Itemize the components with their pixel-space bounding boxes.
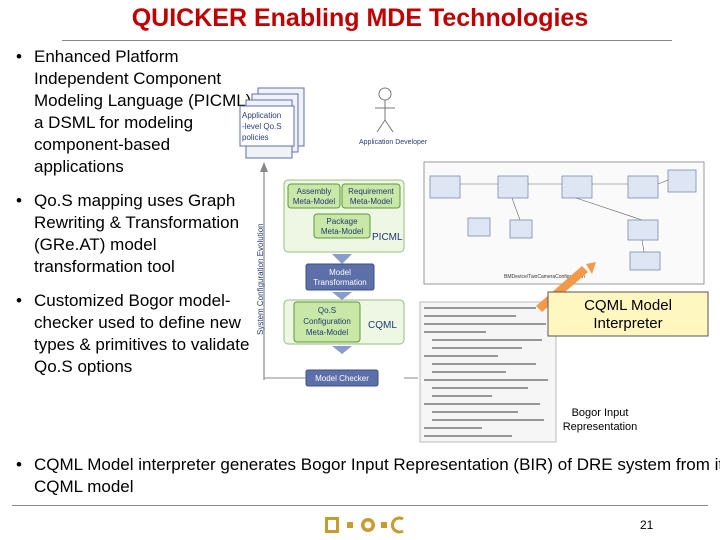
- flow-arrow-icon: [332, 254, 352, 264]
- qos-label: Configuration: [303, 317, 351, 326]
- bullet-dot-icon: •: [16, 291, 22, 310]
- bir-label: Bogor Input: [572, 407, 629, 419]
- flow-arrow-icon: [332, 346, 352, 354]
- model-transformation-box: [305, 263, 375, 291]
- model-checker-label: Model Checker: [315, 374, 369, 383]
- doc-logo-icon: [325, 516, 404, 534]
- bir-code-listing: [419, 301, 557, 443]
- requirement-label: Meta-Model: [350, 197, 392, 206]
- bullet-dot-icon: •: [16, 47, 22, 66]
- policies-label: Application: [242, 111, 281, 120]
- title-rule: [62, 40, 672, 41]
- slide-title: QUICKER Enabling MDE Technologies: [131, 4, 589, 32]
- bullet-dot-icon: •: [16, 191, 22, 210]
- package-metamodel-box: [313, 213, 371, 239]
- bottom-bullet: • CQML Model interpreter generates Bogor…: [12, 454, 720, 498]
- transformation-label: Model: [329, 268, 351, 277]
- footer-rule: [12, 505, 708, 506]
- qos-metamodel-box: [293, 301, 361, 343]
- assembly-metamodel-box: [287, 183, 341, 209]
- policies-stack: Application -level Qo.S policies: [239, 87, 305, 159]
- picml-label: PICML: [372, 232, 403, 243]
- developer-label: Application Developer: [359, 139, 428, 146]
- interpreter-arrowhead-icon: [586, 262, 596, 274]
- transformation-label: Transformation: [313, 278, 367, 287]
- bullet-text: CQML Model interpreter generates Bogor I…: [34, 455, 720, 496]
- bullet-list: • Enhanced Platform Independent Componen…: [12, 46, 262, 390]
- policies-label: -level Qo.S: [242, 122, 282, 131]
- developer-figure-icon: [375, 87, 395, 133]
- package-label: Meta-Model: [321, 227, 363, 236]
- assembly-label: Meta-Model: [293, 197, 335, 206]
- evolution-arrowhead-icon: [260, 162, 268, 172]
- qos-label: Qo.S: [318, 306, 336, 315]
- model-caption: BMDevice/TwoCameraConfiguration: [504, 274, 585, 280]
- bullet-text: Enhanced Platform Independent Component …: [34, 47, 257, 176]
- requirement-label: Requirement: [348, 187, 395, 196]
- bullet-text: Customized Bogor model-checker used to d…: [34, 291, 250, 376]
- cqml-interpreter-box: [547, 291, 709, 337]
- bullet-item: • Enhanced Platform Independent Componen…: [12, 46, 262, 178]
- bullet-item: • Qo.S mapping uses Graph Rewriting & Tr…: [12, 190, 262, 278]
- qos-label: Meta-Model: [306, 328, 348, 337]
- bir-label: Representation: [563, 421, 638, 433]
- assembly-label: Assembly: [297, 187, 332, 196]
- page-number: 21: [640, 518, 654, 532]
- architecture-diagram: Application -level Qo.S policies Applica…: [239, 87, 709, 443]
- flow-arrow-icon: [332, 292, 352, 300]
- requirement-metamodel-box: [341, 183, 401, 209]
- bullet-item: • Customized Bogor model-checker used to…: [12, 290, 262, 378]
- policies-label: policies: [242, 133, 269, 142]
- bullet-dot-icon: •: [16, 455, 22, 474]
- model-screenshot: BMDevice/TwoCameraConfiguration: [423, 161, 705, 285]
- cqml-label: CQML: [368, 320, 397, 331]
- evolution-label: System Configuration Evolution: [256, 223, 265, 335]
- interpreter-label: CQML Model: [584, 297, 672, 314]
- bullet-text: Qo.S mapping uses Graph Rewriting & Tran…: [34, 191, 240, 276]
- package-label: Package: [326, 217, 358, 226]
- interpreter-label: Interpreter: [593, 315, 662, 332]
